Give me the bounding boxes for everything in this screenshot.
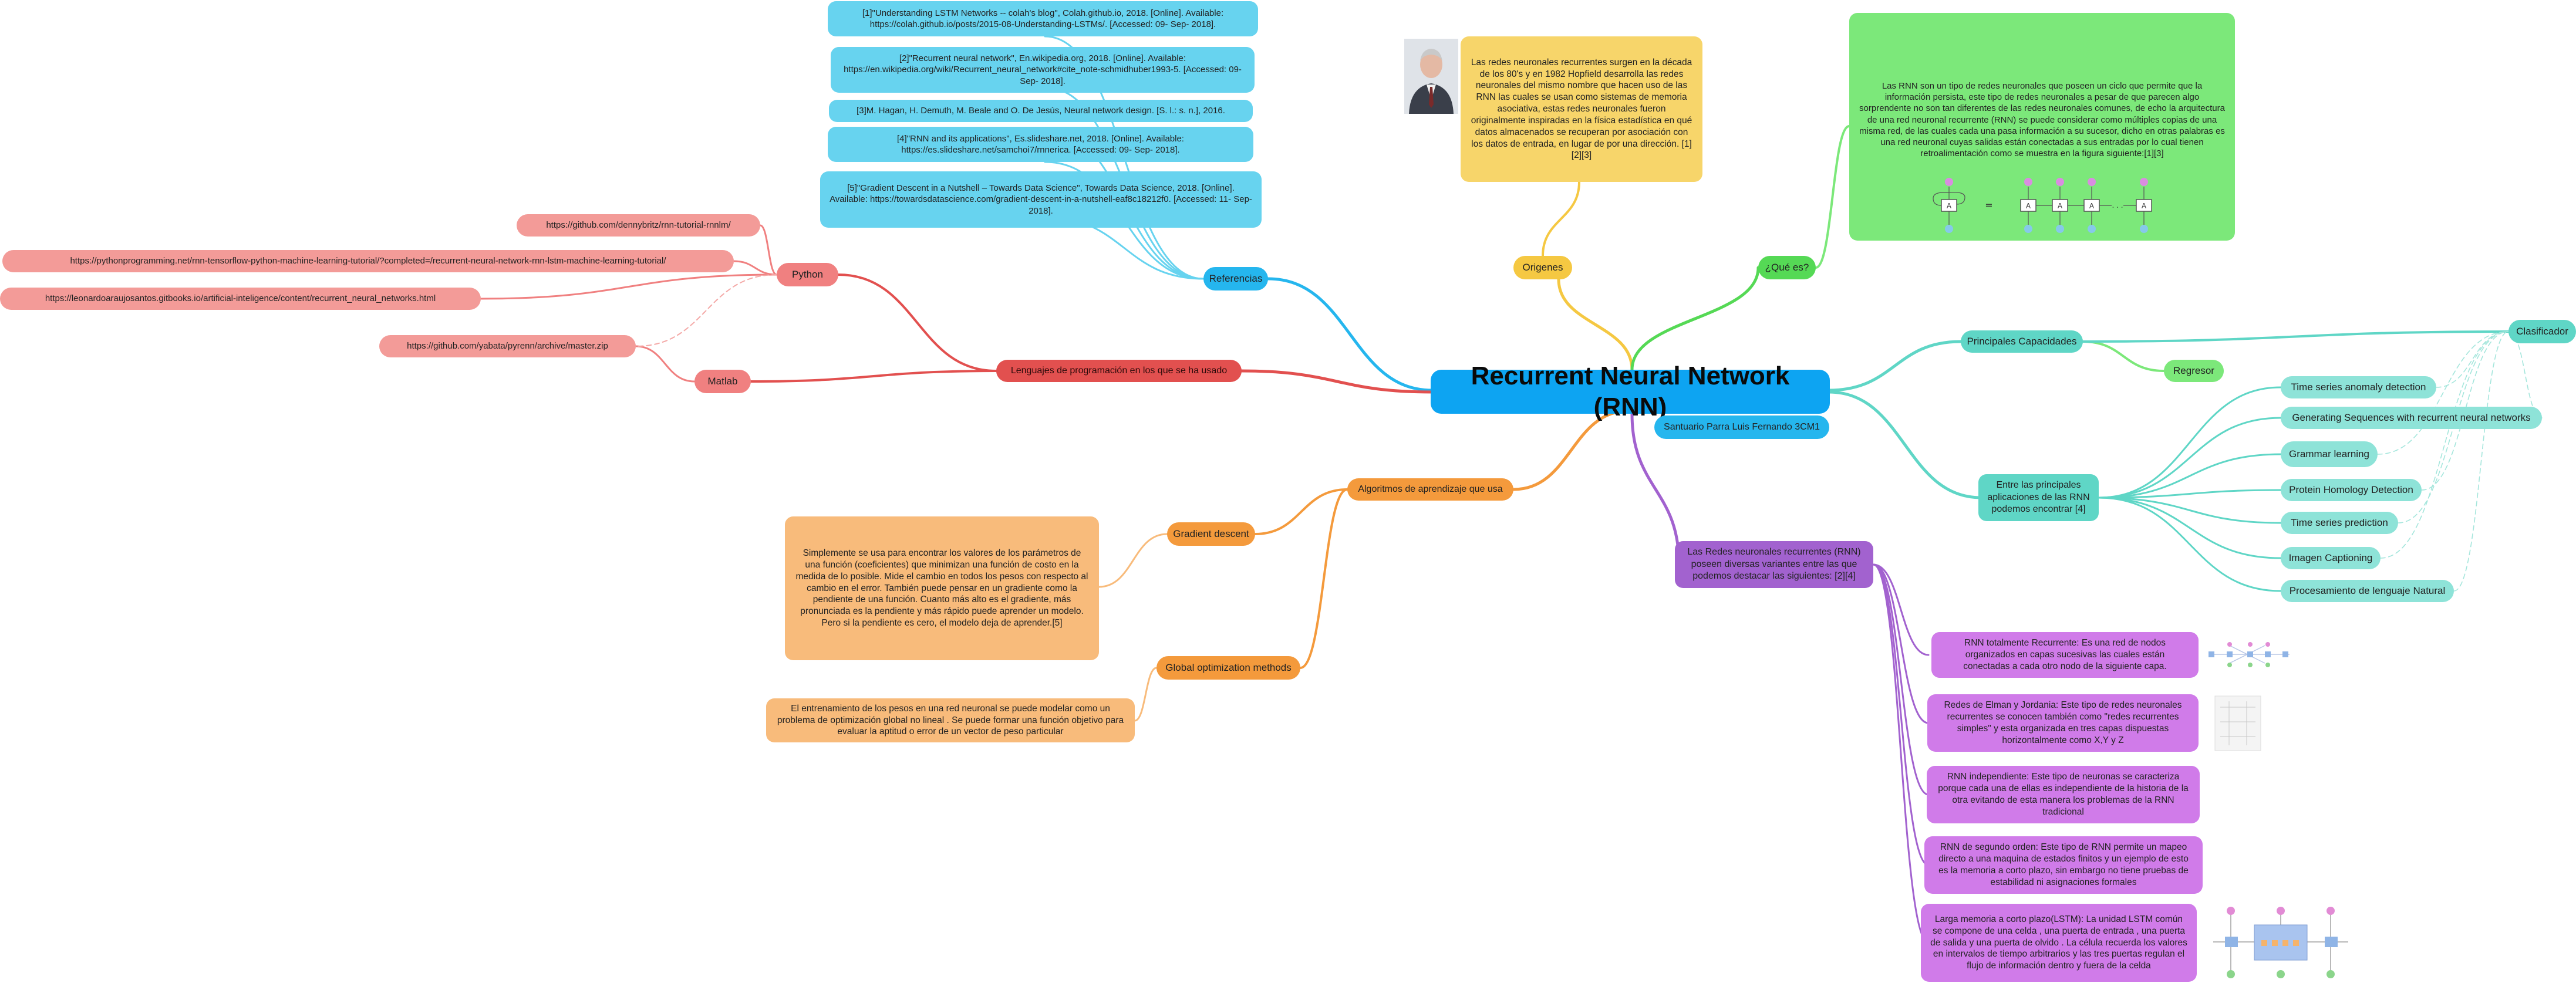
matlab-link[interactable]: https://github.com/yabata/pyrenn/archive…	[379, 335, 636, 357]
link-python-matlab	[635, 274, 777, 347]
svg-text:A: A	[2142, 202, 2147, 210]
link-python-0	[759, 224, 778, 276]
link-app-clasificador-1	[2508, 331, 2543, 418]
aplicaciones-node[interactable]: Entre las principales aplicaciones de la…	[1978, 474, 2099, 521]
algoritmos-node[interactable]: Algoritmos de aprendizaje que usa	[1347, 478, 1513, 501]
rnn-variant-item: RNN independiente: Este tipo de neuronas…	[1927, 766, 2200, 823]
svg-text:=: =	[1985, 200, 1992, 211]
link-aplicaciones	[1827, 390, 1983, 499]
link-capacidades	[1827, 340, 1963, 392]
link-origenes-text	[1542, 181, 1580, 257]
lenguajes-node[interactable]: Lenguajes de programación en los que se …	[996, 360, 1242, 382]
link-app-3	[2098, 489, 2282, 499]
link-clasificador	[2082, 330, 2510, 343]
link-matlab-0	[635, 345, 696, 383]
global-optimization-node[interactable]: Global optimization methods	[1156, 656, 1300, 680]
svg-text:A: A	[2026, 202, 2031, 210]
link-global-text	[1134, 667, 1158, 722]
regresor-node[interactable]: Regresor	[2164, 360, 2224, 382]
author-label: Santuario Parra Luis Fernando 3CM1	[1654, 416, 1829, 439]
rnn-variant-item: RNN totalmente Recurrente: Es una red de…	[1931, 632, 2199, 678]
rnn-variant-item: RNN de segundo orden: Este tipo de RNN p…	[1924, 836, 2203, 894]
link-app-clasificador-6	[2453, 331, 2509, 592]
link-app-clasificador-2	[2377, 331, 2509, 455]
link-tipos	[1630, 412, 1681, 566]
link-que-es	[1630, 266, 1760, 371]
reference-item: [1]"Understanding LSTM Networks -- colah…	[828, 1, 1258, 36]
rnn-unrolled-diagram: A A A A A = . . .	[1933, 178, 2152, 233]
application-item: Procesamiento de lenguaje Natural	[2281, 580, 2454, 602]
application-item: Time series prediction	[2281, 512, 2398, 534]
link-variant-4	[1872, 563, 1930, 944]
reference-item: [3]M. Hagan, H. Demuth, M. Beale and O. …	[829, 100, 1253, 122]
application-item: Imagen Captioning	[2281, 547, 2381, 569]
python-link[interactable]: https://pythonprogramming.net/rnn-tensor…	[2, 250, 734, 272]
root-node[interactable]: Recurrent Neural Network (RNN)	[1431, 362, 1830, 421]
link-python-2	[480, 273, 778, 300]
link-app-5	[2098, 496, 2282, 559]
link-algoritmos	[1512, 409, 1631, 491]
link-app-0	[2098, 386, 2282, 499]
rnn-variant-item: Larga memoria a corto plazo(LSTM): La un…	[1921, 904, 2197, 982]
reference-item: [4]"RNN and its applications", Es.slides…	[828, 127, 1253, 162]
clasificador-node[interactable]: Clasificador	[2508, 320, 2576, 343]
link-app-2	[2098, 453, 2282, 499]
python-link[interactable]: https://github.com/dennybritz/rnn-tutori…	[517, 214, 760, 237]
matlab-node[interactable]: Matlab	[694, 370, 751, 393]
link-app-1	[2098, 417, 2282, 499]
tipos-node[interactable]: Las Redes neuronales recurrentes (RNN) p…	[1675, 541, 1873, 588]
link-gradient-text	[1098, 533, 1168, 588]
link-app-clasificador-5	[2380, 331, 2509, 559]
origenes-node[interactable]: Origenes	[1513, 256, 1572, 279]
link-referencias	[1266, 277, 1434, 392]
application-item: Time series anomaly detection	[2281, 376, 2436, 398]
svg-text:A: A	[2089, 202, 2095, 210]
link-matlab	[750, 370, 997, 383]
link-global	[1299, 488, 1348, 669]
lstm-thumbnail	[2213, 907, 2348, 978]
link-gradient	[1254, 488, 1348, 535]
gradient-descent-text: Simplemente se usa para encontrar los va…	[785, 516, 1099, 660]
global-optimization-text: El entrenamiento de los pesos en una red…	[766, 698, 1135, 742]
gradient-descent-node[interactable]: Gradient descent	[1167, 522, 1255, 546]
link-variant-0	[1872, 563, 1930, 656]
link-lenguajes	[1240, 369, 1434, 394]
capacidades-node[interactable]: Principales Capacidades	[1961, 330, 2083, 353]
application-item: Generating Sequences with recurrent neur…	[2281, 407, 2542, 429]
link-regresor	[2082, 340, 2165, 372]
reference-item: [2]"Recurrent neural network", En.wikipe…	[831, 47, 1255, 93]
que-es-node[interactable]: ¿Qué es?	[1758, 256, 1816, 279]
link-variant-1	[1872, 563, 1930, 724]
application-item: Protein Homology Detection	[2281, 479, 2422, 501]
link-variant-2	[1872, 563, 1930, 796]
link-origenes	[1557, 278, 1634, 371]
origenes-text: Las redes neuronales recurrentes surgen …	[1461, 36, 1702, 182]
root-title: Recurrent Neural Network (RNN)	[1471, 361, 1790, 421]
link-que-es-text	[1815, 125, 1850, 269]
referencias-node[interactable]: Referencias	[1203, 267, 1268, 290]
svg-text:. . .: . . .	[2112, 201, 2123, 210]
application-item: Grammar learning	[2281, 441, 2378, 467]
link-app-4	[2098, 496, 2282, 524]
python-node[interactable]: Python	[777, 263, 838, 286]
link-variant-3	[1872, 563, 1930, 866]
svg-text:A: A	[1947, 202, 1952, 210]
link-python	[837, 273, 997, 372]
fully-recurrent-thumbnail	[2209, 642, 2290, 667]
svg-text:A: A	[2058, 202, 2063, 210]
link-app-6	[2098, 496, 2282, 592]
link-app-clasificador-0	[2436, 331, 2509, 388]
python-link[interactable]: https://leonardoaraujosantos.gitbooks.io…	[0, 288, 481, 310]
que-es-text: Las RNN son un tipo de redes neuronales …	[1849, 13, 2235, 241]
elman-network-thumbnail	[2214, 695, 2261, 751]
rnn-variant-item: Redes de Elman y Jordania: Este tipo de …	[1927, 694, 2199, 752]
hopfield-portrait	[1404, 39, 1458, 114]
reference-item: [5]"Gradient Descent in a Nutshell – Tow…	[820, 171, 1262, 228]
